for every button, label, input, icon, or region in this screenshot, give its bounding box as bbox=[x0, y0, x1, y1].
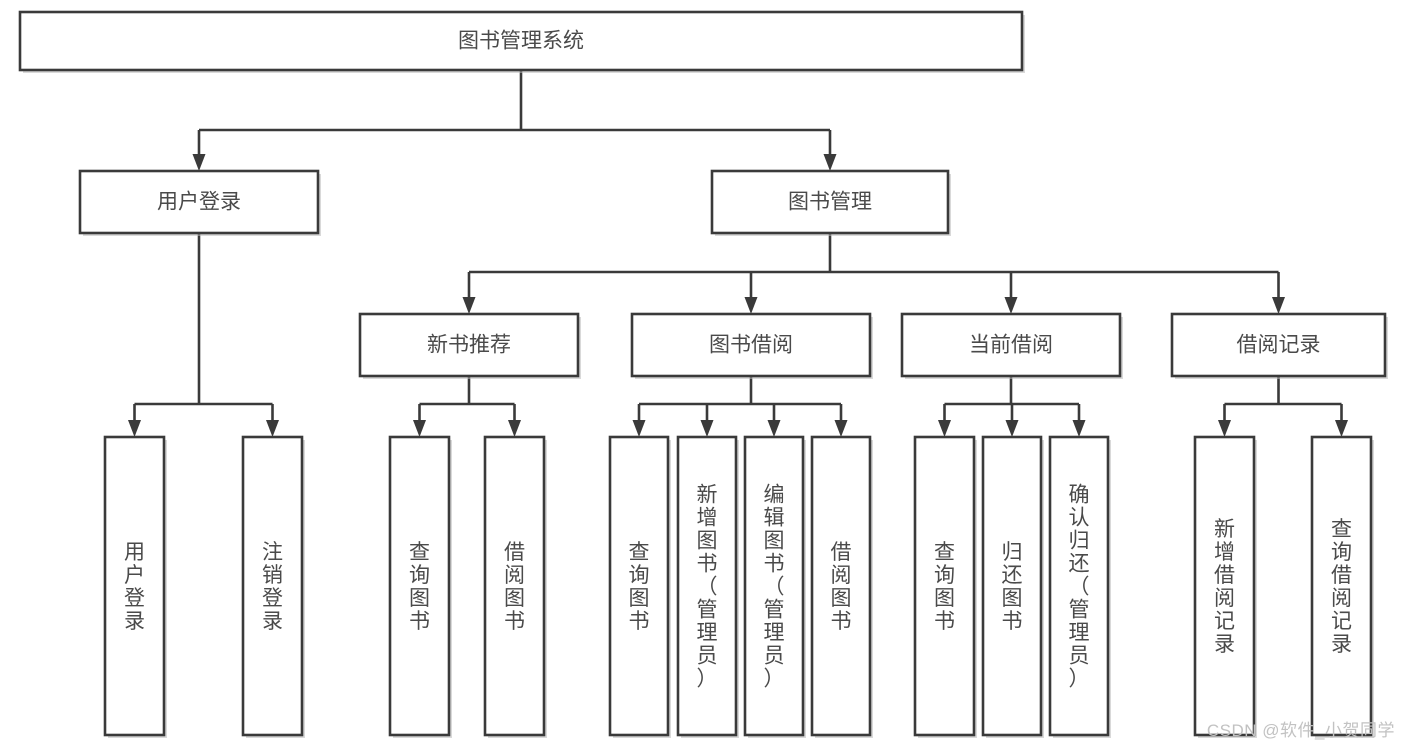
node-box[interactable] bbox=[743, 435, 805, 737]
arrow-head-icon bbox=[462, 297, 476, 314]
connector-layer bbox=[128, 70, 1348, 437]
node-leaf-user-login[interactable]: 用户登录 bbox=[103, 435, 167, 738]
node-label: 图书管理系统 bbox=[458, 30, 584, 53]
node-box[interactable] bbox=[810, 435, 872, 737]
arrow-head-icon bbox=[1004, 297, 1018, 314]
node-leaf-query-record[interactable]: 查询借阅记录 bbox=[1310, 435, 1374, 738]
arrow-head-icon bbox=[938, 420, 951, 437]
node-label: 编辑图书（管理员） bbox=[764, 484, 785, 691]
node-label: 注销登录 bbox=[262, 541, 283, 633]
node-box[interactable] bbox=[358, 312, 580, 378]
node-box[interactable] bbox=[1193, 435, 1256, 737]
node-box[interactable] bbox=[241, 435, 304, 737]
node-label: 新书推荐 bbox=[427, 334, 511, 357]
node-label: 图书管理 bbox=[788, 191, 872, 214]
node-label: 借阅记录 bbox=[1237, 334, 1321, 357]
node-label: 查询图书 bbox=[934, 541, 955, 633]
node-leaf-borrow-book-2[interactable]: 借阅图书 bbox=[810, 435, 873, 738]
arrow-head-icon bbox=[1218, 420, 1231, 437]
node-box[interactable] bbox=[1170, 312, 1387, 378]
node-leaf-query-book-1[interactable]: 查询图书 bbox=[388, 435, 452, 738]
node-box[interactable] bbox=[630, 312, 872, 378]
arrow-head-icon bbox=[1272, 297, 1285, 314]
node-box[interactable] bbox=[1048, 435, 1110, 737]
node-box[interactable] bbox=[900, 312, 1122, 378]
node-label: 用户登录 bbox=[124, 541, 145, 633]
node-leaf-user-logout[interactable]: 注销登录 bbox=[241, 435, 305, 738]
node-book-management[interactable]: 图书管理 bbox=[710, 169, 951, 236]
arrow-head-icon bbox=[700, 420, 714, 437]
arrow-head-icon bbox=[744, 297, 758, 314]
node-label: 新增图书（管理员） bbox=[697, 484, 718, 691]
node-box[interactable] bbox=[388, 435, 451, 737]
node-layer: 图书管理系统用户登录图书管理用户登录注销登录新书推荐查询图书借阅图书图书借阅查询… bbox=[18, 10, 1388, 738]
node-box[interactable] bbox=[18, 10, 1024, 72]
arrow-head-icon bbox=[1072, 420, 1086, 437]
node-label: 用户登录 bbox=[157, 191, 241, 214]
arrow-head-icon bbox=[632, 420, 646, 437]
arrow-head-icon bbox=[266, 420, 279, 437]
node-user-login[interactable]: 用户登录 bbox=[78, 169, 321, 236]
watermark-text: CSDN @软件_小贺同学 bbox=[1206, 721, 1395, 740]
node-box[interactable] bbox=[981, 435, 1043, 737]
node-leaf-query-book-3[interactable]: 查询图书 bbox=[913, 435, 977, 738]
node-label: 确认归还（管理员） bbox=[1069, 484, 1090, 691]
node-box[interactable] bbox=[676, 435, 738, 737]
node-label: 借阅图书 bbox=[504, 541, 525, 633]
node-label: 查询图书 bbox=[629, 541, 650, 633]
node-leaf-confirm-return[interactable]: 确认归还（管理员） bbox=[1048, 435, 1111, 738]
node-label: 当前借阅 bbox=[969, 334, 1053, 357]
node-label: 归还图书 bbox=[1002, 541, 1023, 633]
node-leaf-return-book[interactable]: 归还图书 bbox=[981, 435, 1044, 738]
node-box[interactable] bbox=[78, 169, 320, 235]
arrow-head-icon bbox=[767, 420, 781, 437]
node-current-borrow[interactable]: 当前借阅 bbox=[900, 312, 1123, 379]
node-box[interactable] bbox=[1310, 435, 1373, 737]
node-leaf-add-record[interactable]: 新增借阅记录 bbox=[1193, 435, 1257, 738]
node-box[interactable] bbox=[608, 435, 670, 737]
node-box[interactable] bbox=[483, 435, 546, 737]
arrow-head-icon bbox=[192, 154, 206, 171]
node-book-borrow[interactable]: 图书借阅 bbox=[630, 312, 873, 379]
node-leaf-query-book-2[interactable]: 查询图书 bbox=[608, 435, 671, 738]
arrow-head-icon bbox=[413, 420, 426, 437]
arrow-head-icon bbox=[834, 420, 848, 437]
node-root[interactable]: 图书管理系统 bbox=[18, 10, 1025, 73]
node-box[interactable] bbox=[913, 435, 976, 737]
node-box[interactable] bbox=[103, 435, 166, 737]
node-label: 借阅图书 bbox=[831, 541, 852, 633]
node-box[interactable] bbox=[710, 169, 950, 235]
arrow-head-icon bbox=[508, 420, 521, 437]
node-label: 查询借阅记录 bbox=[1331, 518, 1352, 656]
node-leaf-add-book[interactable]: 新增图书（管理员） bbox=[676, 435, 739, 738]
node-leaf-edit-book[interactable]: 编辑图书（管理员） bbox=[743, 435, 806, 738]
node-label: 新增借阅记录 bbox=[1214, 518, 1235, 656]
node-new-book-recommend[interactable]: 新书推荐 bbox=[358, 312, 581, 379]
arrow-head-icon bbox=[823, 154, 837, 171]
arrow-head-icon bbox=[128, 420, 141, 437]
node-label: 查询图书 bbox=[409, 541, 430, 633]
node-leaf-borrow-book-1[interactable]: 借阅图书 bbox=[483, 435, 547, 738]
arrow-head-icon bbox=[1005, 420, 1019, 437]
node-borrow-record[interactable]: 借阅记录 bbox=[1170, 312, 1388, 379]
node-label: 图书借阅 bbox=[709, 334, 793, 357]
arrow-head-icon bbox=[1335, 420, 1348, 437]
